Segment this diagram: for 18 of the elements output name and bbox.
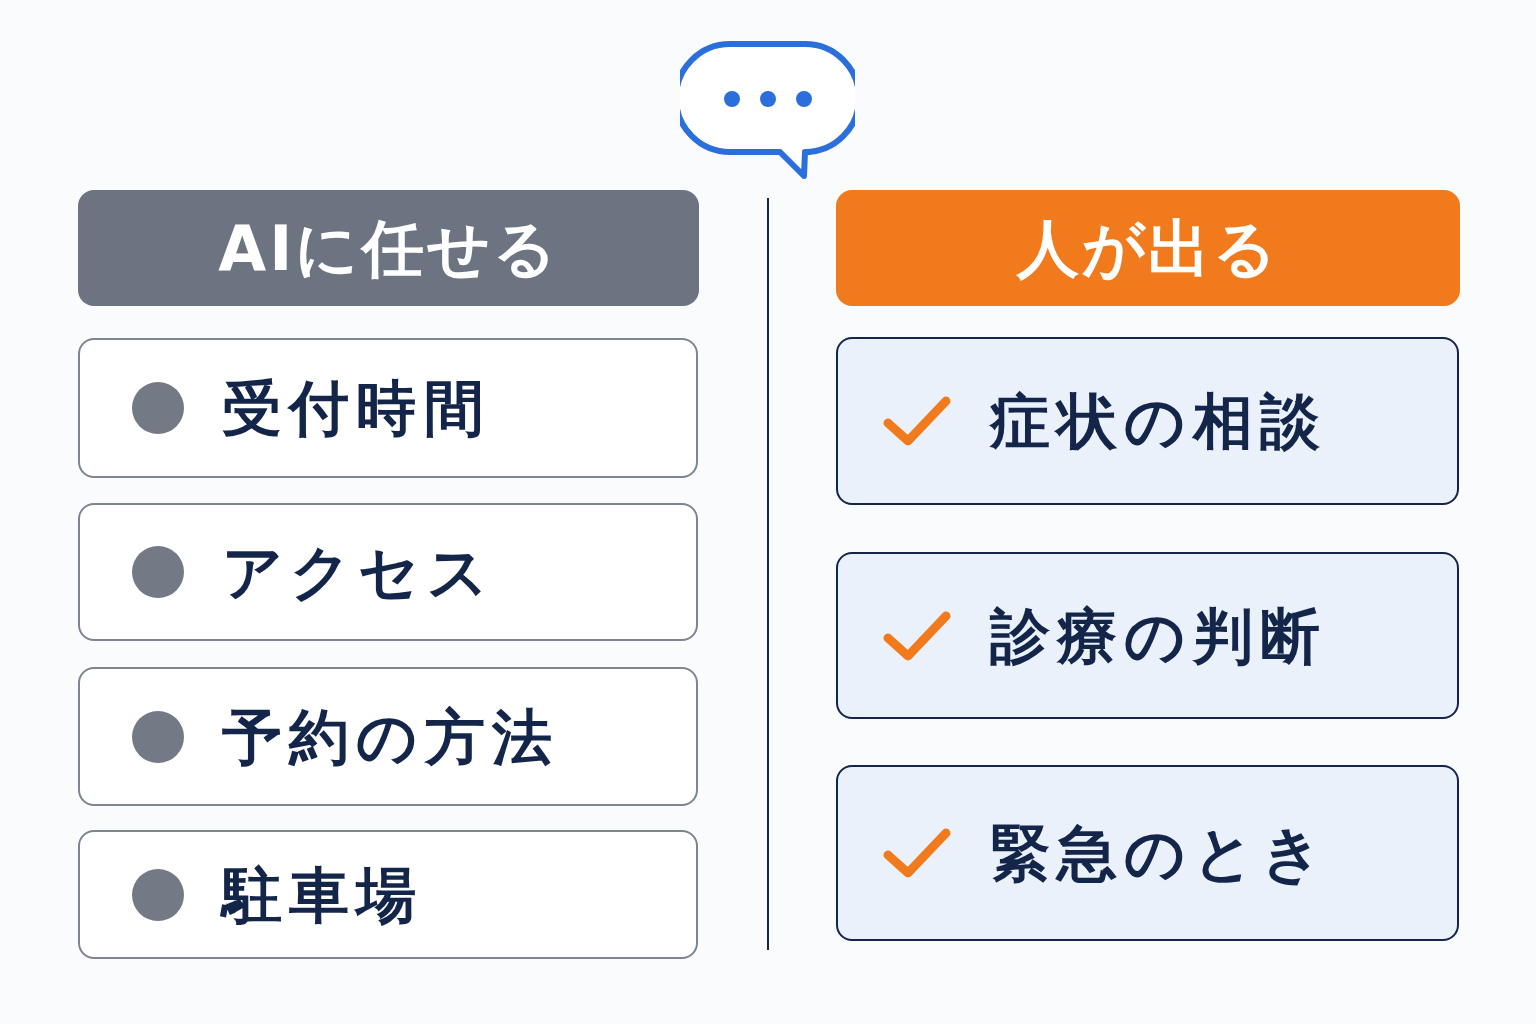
item-text: 受付時間 xyxy=(222,372,491,445)
item-card xyxy=(78,667,698,806)
item-card xyxy=(78,338,698,478)
item-card xyxy=(836,552,1459,719)
column-header xyxy=(836,190,1460,306)
item-card xyxy=(78,830,698,959)
column-header xyxy=(78,190,699,306)
item-text: 予約の方法 xyxy=(222,700,559,774)
item-text: 緊急のとき xyxy=(990,817,1329,890)
item-card xyxy=(78,503,698,641)
item-text: アクセス xyxy=(222,536,495,609)
header-text: AIに任せる xyxy=(218,210,559,287)
item-text: 駐車場 xyxy=(222,858,424,932)
item-card xyxy=(836,765,1459,941)
header-text: 人が出る xyxy=(1016,210,1280,287)
item-text: 診療の判断 xyxy=(990,599,1327,673)
item-card xyxy=(836,337,1459,505)
item-text: 症状の相談 xyxy=(990,385,1327,458)
